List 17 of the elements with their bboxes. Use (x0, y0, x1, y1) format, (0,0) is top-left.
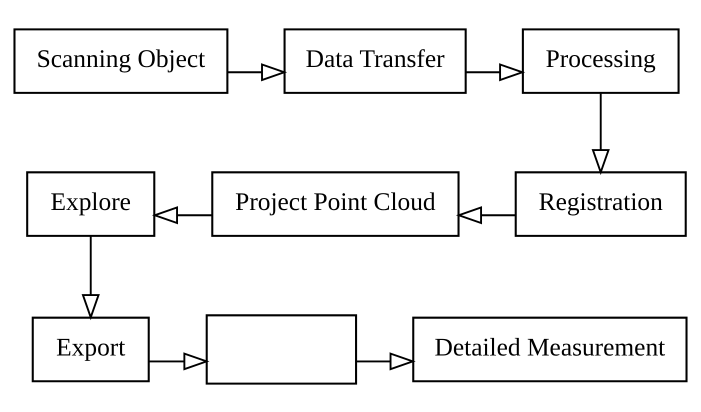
arrow (356, 352, 416, 370)
arrow (228, 62, 288, 81)
node-box: Processing (522, 28, 680, 94)
node-box: Export (32, 316, 150, 382)
arrow (466, 62, 526, 81)
arrow (456, 206, 516, 224)
arrow (592, 93, 610, 175)
node-box: Data Transfer (284, 28, 467, 94)
arrow (148, 352, 210, 370)
arrow (82, 236, 100, 320)
node-box: Project Point Cloud (211, 170, 460, 236)
node-box (206, 314, 358, 384)
node-box: Detailed Measurement (412, 316, 688, 382)
node-box: Scanning Object (13, 28, 228, 94)
node-box: Registration (514, 170, 687, 236)
node-box: Explore (26, 170, 156, 236)
arrow (152, 206, 212, 224)
